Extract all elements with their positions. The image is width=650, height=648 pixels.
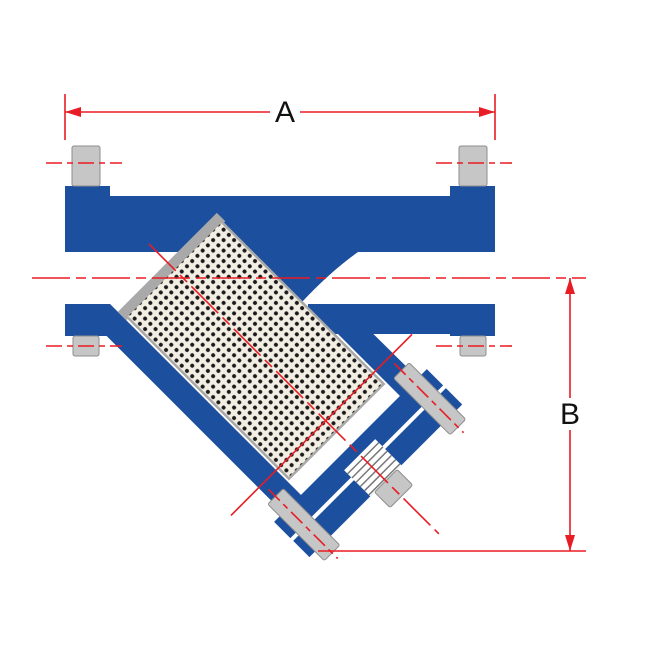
dimension-arrowheads [65, 107, 575, 551]
dim-b-label: B [560, 398, 580, 431]
cap-face-centerline [230, 333, 413, 517]
pipe-top-wall [108, 196, 452, 254]
dim-a-arrow-left [65, 107, 81, 117]
dim-a-arrow-right [479, 107, 495, 117]
body-flange-slab [274, 369, 444, 539]
branch-axis-centerline [148, 243, 440, 535]
flow-deflector [252, 252, 358, 302]
flange-bolt-top-left [71, 145, 101, 187]
dimension-lines [32, 94, 586, 560]
dim-b-arrow-bottom [565, 535, 575, 551]
flange-bolt-top-right [458, 145, 488, 187]
dim-b-arrow-top [565, 278, 575, 294]
branch-lower-wall [92, 304, 309, 520]
dim-a-label: A [275, 96, 295, 129]
